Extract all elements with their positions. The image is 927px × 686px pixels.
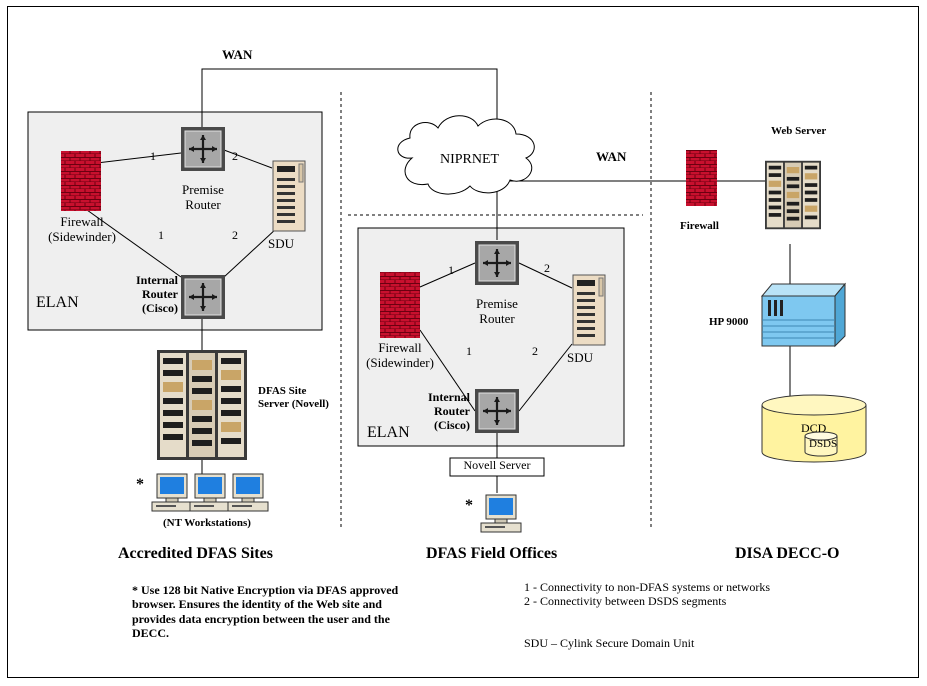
workstation-icon (189, 473, 231, 512)
niprnet-label: NIPRNET (440, 152, 500, 167)
firewall-icon (380, 272, 420, 338)
web-server-icon (765, 160, 821, 230)
legend-item-2: 2 - Connectivity between DSDS segments (524, 594, 727, 608)
firewall-label: Firewall (680, 220, 719, 232)
conn-label-1: 1 (150, 149, 156, 163)
encryption-footnote: * Use 128 bit Native Encryption via DFAS… (132, 583, 399, 641)
firewall-label: Firewall(Sidewinder) (366, 340, 434, 370)
workstations-label: (NT Workstations) (163, 517, 251, 529)
conn-label-2: 2 (232, 228, 238, 242)
diagram-frame (7, 6, 919, 678)
novell-server-box (449, 457, 545, 477)
web-server-label: Web Server (771, 125, 827, 137)
premise-router-icon (181, 127, 225, 171)
asterisk: * (465, 497, 473, 514)
workstation-icon (227, 473, 269, 512)
firewall-label: Firewall(Sidewinder) (48, 214, 116, 244)
workstation-icon (480, 494, 522, 533)
asterisk: * (136, 476, 144, 493)
sdu-icon (272, 160, 306, 232)
site-server-icon (157, 350, 247, 460)
workstation-icon (151, 473, 193, 512)
sdu-icon (572, 274, 606, 346)
dcd-disk-icon (761, 394, 867, 463)
sdu-label: SDU (567, 350, 594, 365)
hp9000-label: HP 9000 (709, 316, 749, 328)
conn-label-2: 2 (544, 261, 550, 275)
firewall-icon (61, 151, 101, 211)
conn-label-1: 1 (466, 344, 472, 358)
elan-label: ELAN (36, 294, 79, 311)
wan-label: WAN (596, 149, 627, 164)
heading-disa-decc-o: DISA DECC-O (735, 545, 840, 562)
conn-label-2: 2 (232, 149, 238, 163)
conn-label-2: 2 (532, 344, 538, 358)
dcd-label: DCD (801, 421, 827, 435)
novell-server-label: Novell Server (463, 458, 531, 472)
firewall-icon (686, 150, 717, 206)
elan-label: ELAN (367, 424, 410, 441)
niprnet-cloud (397, 115, 535, 195)
heading-dfas-field-offices: DFAS Field Offices (426, 545, 558, 562)
internal-router-icon (181, 275, 225, 319)
conn-label-1: 1 (448, 263, 454, 277)
wan-label: WAN (222, 47, 253, 62)
legend-item-1: 1 - Connectivity to non-DFAS systems or … (524, 580, 771, 594)
internal-router-icon (475, 389, 519, 433)
dsds-label: DSDS (809, 438, 838, 450)
sdu-definition: SDU – Cylink Secure Domain Unit (524, 636, 695, 650)
hp9000-icon (760, 282, 847, 348)
sdu-label: SDU (268, 236, 295, 251)
premise-router-icon (475, 241, 519, 285)
conn-label-1: 1 (158, 228, 164, 242)
heading-accredited-dfas-sites: Accredited DFAS Sites (118, 545, 273, 562)
